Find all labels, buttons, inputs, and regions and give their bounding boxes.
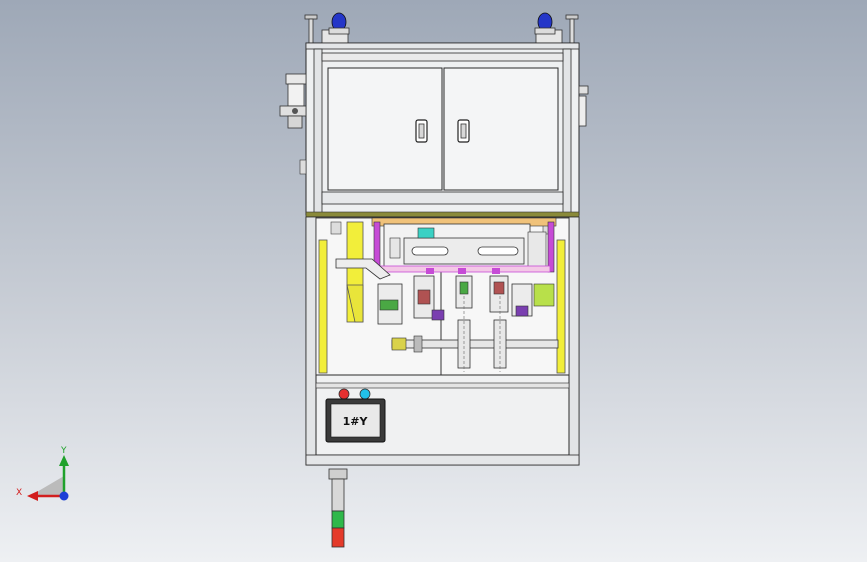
mechanism-assembly [335, 217, 559, 372]
indicator-light-red [338, 388, 350, 400]
stack-light-segment-2 [331, 510, 345, 529]
caster-left [304, 12, 350, 45]
top-casters [304, 12, 579, 45]
upper-cabinet [305, 42, 580, 218]
stack-light-segment-1 [331, 478, 345, 512]
z-axis-marker [59, 491, 69, 501]
stack-light [328, 468, 348, 548]
control-panel: 1#Y [305, 374, 580, 466]
air-filter-regulator [279, 73, 307, 129]
coordinate-triad: Y X [16, 446, 69, 501]
y-axis-label: Y [60, 446, 67, 456]
x-axis-label: X [16, 488, 22, 498]
stack-light-segment-3 [331, 527, 345, 548]
caster-right [534, 12, 579, 45]
indicator-light-cyan [359, 388, 371, 400]
x-axis-arrow [27, 491, 38, 501]
right-side-fitting [578, 85, 589, 127]
hmi-screen-text: 1#Y [343, 415, 369, 428]
separator-plate [305, 211, 580, 218]
hmi-screen [330, 403, 381, 438]
y-axis-arrow [59, 455, 69, 466]
